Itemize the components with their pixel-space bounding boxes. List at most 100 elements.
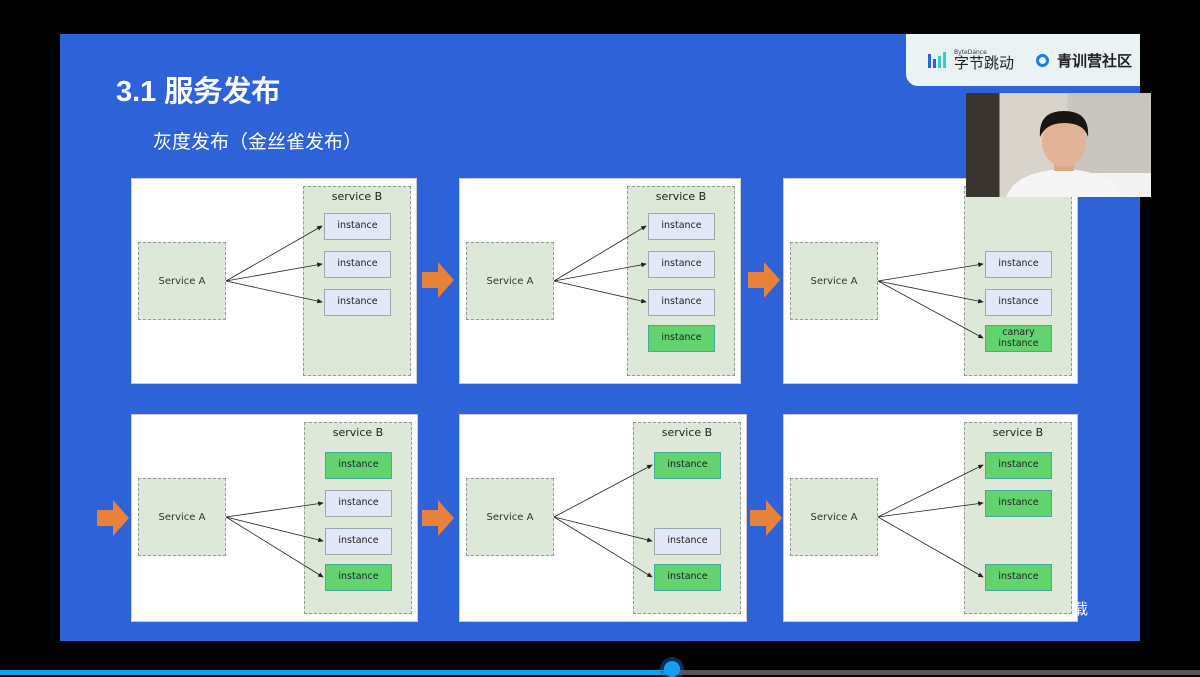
instance-label: instance: [661, 220, 702, 232]
bytedance-logo-icon: [928, 52, 946, 68]
bytedance-en: ByteDance: [954, 48, 987, 56]
service-a-label: Service A: [810, 275, 858, 287]
request-arrow: [877, 280, 984, 339]
presenter-icon: [1006, 111, 1151, 197]
old-instance: instance: [985, 289, 1052, 316]
request-arrow: [225, 501, 324, 518]
request-arrow: [877, 280, 984, 304]
request-arrow: [553, 262, 647, 282]
old-instance: instance: [985, 251, 1052, 278]
request-arrow: [553, 280, 647, 304]
request-arrow: [225, 262, 323, 282]
slide-title: 3.1 服务发布: [116, 76, 281, 108]
new-instance: instance: [985, 564, 1052, 591]
routing-arrows: [225, 225, 323, 304]
routing-arrows: [225, 501, 324, 578]
old-instance: instance: [654, 528, 721, 555]
subtitle-caption: 载: [1073, 600, 1089, 618]
request-arrow: [225, 516, 324, 543]
community-logo-icon: [1036, 53, 1050, 67]
diagram-panel: Service A service B instance instance insta…: [131, 414, 418, 622]
new-instance: instance: [985, 452, 1052, 479]
routing-arrows: [877, 464, 984, 578]
diagram-panel: Service A service B instance instance insta…: [131, 178, 417, 384]
instance-label: instance: [667, 571, 708, 583]
instance-label: instance: [337, 296, 378, 308]
service-a-box: Service A: [138, 478, 226, 556]
progress-handle[interactable]: [664, 661, 680, 677]
request-arrow: [553, 225, 647, 282]
new-instance: instance: [654, 452, 721, 479]
service-a-label: Service A: [486, 511, 534, 523]
community-name: 青训营社区: [1057, 51, 1133, 70]
request-arrow: [553, 464, 653, 518]
old-instance: instance: [648, 213, 715, 240]
instance-label: instance: [338, 497, 379, 509]
instance-label: instance: [998, 258, 1039, 270]
instance-label: instance: [338, 459, 379, 471]
service-a-box: Service A: [790, 242, 878, 320]
video-progress-bar[interactable]: [0, 670, 1200, 675]
instance-label: instance: [661, 296, 702, 308]
request-arrow: [877, 262, 984, 282]
old-instance: instance: [325, 528, 392, 555]
request-arrow: [225, 225, 323, 282]
instance-label: instance: [661, 332, 702, 344]
slide-subtitle: 灰度发布（金丝雀发布）: [153, 131, 363, 153]
service-b-label: service B: [332, 426, 384, 439]
request-arrow: [553, 516, 653, 543]
old-instance: instance: [648, 251, 715, 278]
old-instance: instance: [325, 490, 392, 517]
request-arrow: [225, 516, 324, 578]
step-arrow-icon: [750, 500, 782, 536]
service-a-box: Service A: [790, 478, 878, 556]
new-instance: instance: [325, 452, 392, 479]
service-a-box: Service A: [138, 242, 226, 320]
canary-instance: canary instance: [985, 325, 1052, 352]
webcam-video: [966, 93, 1151, 197]
instance-label: instance: [337, 220, 378, 232]
service-a-label: Service A: [158, 275, 206, 287]
request-arrow: [877, 501, 984, 518]
old-instance: instance: [648, 289, 715, 316]
service-b-label: service B: [331, 190, 383, 203]
request-arrow: [225, 280, 323, 304]
new-instance: instance: [654, 564, 721, 591]
service-a-label: Service A: [486, 275, 534, 287]
diagram-panel: Service A instance instance canary instanc…: [783, 178, 1078, 384]
request-arrow: [877, 464, 984, 518]
service-b-label: service B: [992, 426, 1044, 439]
instance-label: instance: [998, 459, 1039, 471]
diagram-panel: Service A service B instance instance insta…: [459, 178, 741, 384]
new-instance: instance: [648, 325, 715, 352]
progress-fill: [0, 670, 672, 675]
step-arrow-icon: [422, 262, 454, 298]
instance-label: instance: [998, 296, 1039, 308]
instance-label: instance: [338, 535, 379, 547]
old-instance: instance: [324, 213, 391, 240]
routing-arrows: [553, 225, 647, 304]
old-instance: instance: [324, 251, 391, 278]
service-b-label: service B: [655, 190, 707, 203]
diagram-panel: Service A service B instance instance insta…: [783, 414, 1078, 622]
instance-label: canary instance: [998, 327, 1039, 349]
routing-arrows: [877, 262, 984, 339]
step-arrow-icon: [748, 262, 780, 298]
instance-label: instance: [661, 258, 702, 270]
step-arrow-icon: [97, 500, 129, 536]
instance-label: instance: [667, 535, 708, 547]
new-instance: instance: [325, 564, 392, 591]
instance-label: instance: [998, 571, 1039, 583]
instance-label: instance: [338, 571, 379, 583]
instance-label: instance: [337, 258, 378, 270]
service-a-label: Service A: [158, 511, 206, 523]
old-instance: instance: [324, 289, 391, 316]
instance-label: instance: [667, 459, 708, 471]
service-a-box: Service A: [466, 478, 554, 556]
instance-label: instance: [998, 497, 1039, 509]
service-a-box: Service A: [466, 242, 554, 320]
service-a-label: Service A: [810, 511, 858, 523]
step-arrow-icon: [422, 500, 454, 536]
request-arrow: [877, 516, 984, 578]
